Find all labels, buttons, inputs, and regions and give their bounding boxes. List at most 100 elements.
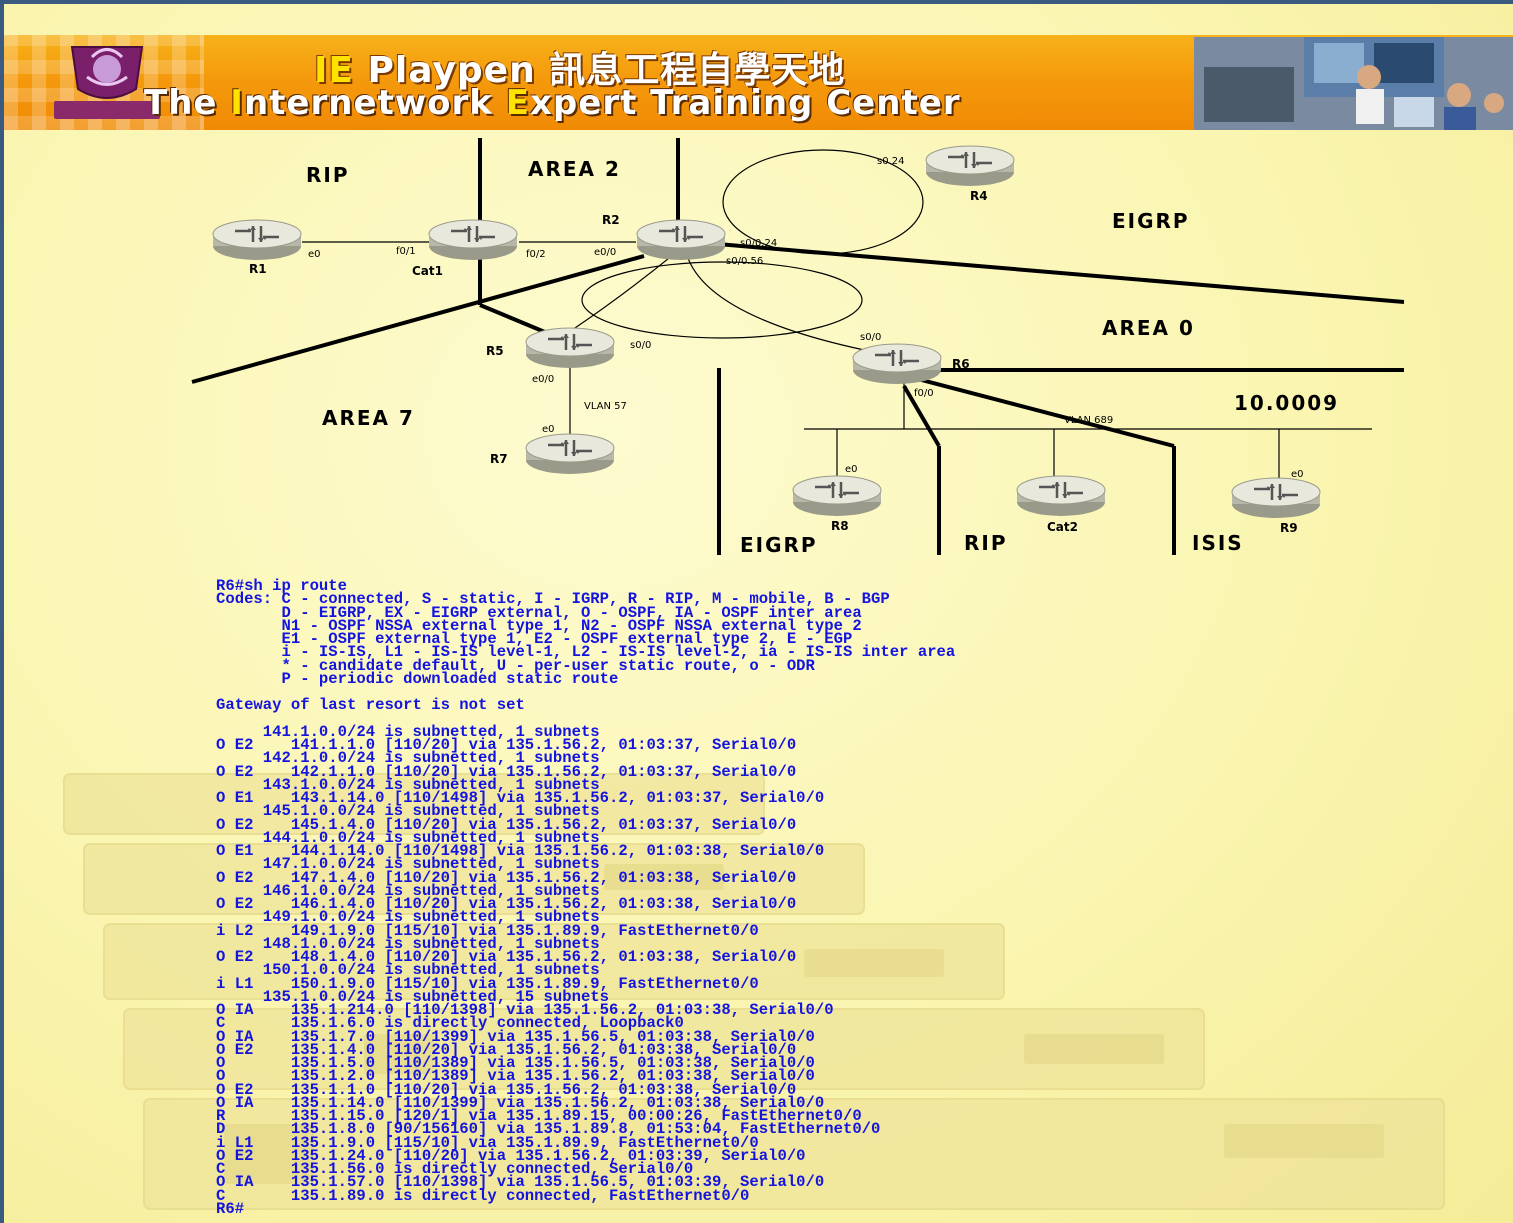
switch-cat1-label: Cat1 <box>412 264 443 278</box>
banner-subtitle-part: nternetwork <box>243 83 506 123</box>
iface-cat1-f01: f0/1 <box>396 246 416 257</box>
cli-output-line: O E2 148.1.4.0 [110/20] via 135.1.56.2, … <box>216 948 797 966</box>
cli-output-line: O IA 135.1.14.0 [110/1399] via 135.1.56.… <box>216 1093 825 1112</box>
router-r2-icon <box>635 218 727 262</box>
banner-title-rest: Playpen 訊息工程自學天地 <box>354 50 846 91</box>
cli-output-line: O E2 142.1.1.0 [110/20] via 135.1.56.2, … <box>216 762 797 781</box>
label-rip-bottom: RIP <box>964 531 1008 555</box>
boundary-isis <box>913 376 1175 448</box>
cli-output-line: O E2 135.1.4.0 [110/20] via 135.1.56.2, … <box>216 1040 797 1059</box>
label-rip-left: RIP <box>306 163 350 187</box>
switch-cat2-icon <box>1015 474 1107 518</box>
switch-cat1-icon <box>427 218 519 262</box>
cli-output-line: 141.1.0.0/24 is subnetted, 1 subnets <box>216 722 600 741</box>
cli-output-line: 142.1.0.0/24 is subnetted, 1 subnets <box>216 749 600 768</box>
cli-output-line: 145.1.0.0/24 is subnetted, 1 subnets <box>216 802 600 821</box>
cli-output-line: 149.1.0.0/24 is subnetted, 1 subnets <box>216 908 600 927</box>
router-r6-icon <box>851 342 943 386</box>
vlan-57-label: VLAN 57 <box>584 401 627 412</box>
cli-output-line: R6#sh ip route <box>216 577 348 595</box>
router-r9-label: R9 <box>1280 521 1298 535</box>
iface-r5-e00: e0/0 <box>532 374 554 385</box>
cli-output-line: 144.1.0.0/24 is subnetted, 1 subnets <box>216 828 600 847</box>
cli-output-line: O E1 143.1.14.0 [110/1498] via 135.1.56.… <box>216 789 825 807</box>
cli-output-line: E1 - OSPF external type 1, E2 - OSPF ext… <box>216 630 853 648</box>
cli-output-line: N1 - OSPF NSSA external type 1, N2 - OSP… <box>216 616 862 635</box>
iface-r2-e00: e0/0 <box>594 247 616 258</box>
iface-r6-f00: f0/0 <box>914 388 934 399</box>
router-r8-icon <box>791 474 883 518</box>
cli-output-line: 148.1.0.0/24 is subnetted, 1 subnets <box>216 934 600 953</box>
iface-r1-e0: e0 <box>308 249 321 260</box>
cli-output-line: i - IS-IS, L1 - IS-IS level-1, L2 - IS-I… <box>216 643 956 662</box>
router-r9-icon <box>1230 476 1322 520</box>
label-area0: AREA 0 <box>1102 316 1195 340</box>
banner-subtitle-accent-e: E <box>505 83 530 123</box>
banner-subtitle: The Internetwork Expert Training Center <box>144 83 961 123</box>
router-r8-label: R8 <box>831 519 849 533</box>
cli-output-line: Gateway of last resort is not set <box>216 696 525 715</box>
cli-output-line: O E2 141.1.1.0 [110/20] via 135.1.56.2, … <box>216 736 797 754</box>
banner-subtitle-part: The <box>144 83 231 123</box>
cli-output-line: 147.1.0.0/24 is subnetted, 1 subnets <box>216 855 600 874</box>
cli-output-line: i L1 150.1.9.0 [115/10] via 135.1.89.9, … <box>216 974 759 993</box>
network-topology-diagram: RIP AREA 2 EIGRP AREA 0 AREA 7 10.0009 E… <box>191 138 1405 557</box>
iface-r5-s00: s0/0 <box>630 340 651 351</box>
cli-output-line: C 135.1.56.0 is directly connected, Seri… <box>216 1160 694 1178</box>
router-r5-label: R5 <box>486 344 504 358</box>
cli-output-line: O IA 135.1.214.0 [110/1398] via 135.1.56… <box>216 1001 834 1019</box>
label-isis-area-id: 10.0009 <box>1234 391 1339 415</box>
cli-output-line: O E2 135.1.24.0 [110/20] via 135.1.56.2,… <box>216 1146 806 1165</box>
cli-output-line: O E2 146.1.4.0 [110/20] via 135.1.56.2, … <box>216 895 797 913</box>
label-eigrp-bottom: EIGRP <box>740 533 818 557</box>
link-r2-r6 <box>685 251 890 356</box>
cli-output-line: O E2 147.1.4.0 [110/20] via 135.1.56.2, … <box>216 868 797 887</box>
iface-r6-s00: s0/0 <box>860 332 881 343</box>
iface-r8-e0: e0 <box>845 464 858 475</box>
vlan-689-label: VLAN 689 <box>1064 415 1113 426</box>
cli-output-line: R6# <box>216 1199 245 1218</box>
iface-r4-s024: s0.24 <box>877 156 904 167</box>
cli-output-line: 143.1.0.0/24 is subnetted, 1 subnets <box>216 775 600 794</box>
cli-output-line: O E1 144.1.14.0 [110/1498] via 135.1.56.… <box>216 842 825 860</box>
banner-title: IE Playpen 訊息工程自學天地 <box>314 41 845 93</box>
iface-r7-e0: e0 <box>542 424 555 435</box>
cli-output-line: O IA 135.1.57.0 [110/1398] via 135.1.56.… <box>216 1173 825 1192</box>
cli-output-line: R 135.1.15.0 [120/1] via 135.1.89.15, 00… <box>216 1107 862 1125</box>
cli-output-line: i L1 135.1.9.0 [115/10] via 135.1.89.9, … <box>216 1133 759 1152</box>
cli-output-line: O 135.1.2.0 [110/1389] via 135.1.56.2, 0… <box>216 1067 815 1086</box>
router-r7-icon <box>524 432 616 476</box>
iface-r2-s0056: s0/0.56 <box>726 256 763 267</box>
cli-output-line: 150.1.0.0/24 is subnetted, 1 subnets <box>216 961 600 980</box>
frame-relay-pvc-r2-r6 <box>581 261 863 339</box>
banner-subtitle-accent-i: I <box>230 83 244 123</box>
network-equipment-watermark <box>63 773 1445 1210</box>
cli-output-line: P - periodic downloaded static route <box>216 669 619 688</box>
cli-output-line: D 135.1.8.0 [90/156160] via 135.1.89.8, … <box>216 1120 881 1139</box>
router-r2-label: R2 <box>602 213 620 227</box>
cli-output-line: i L2 149.1.9.0 [115/10] via 135.1.89.9, … <box>216 921 759 940</box>
banner-subtitle-part: xpert Training Center <box>529 83 961 123</box>
router-r1-icon <box>211 218 303 262</box>
cli-output-line: C 135.1.6.0 is directly connected, Loopb… <box>216 1014 684 1033</box>
boundary-rip-bottom <box>902 384 941 448</box>
iface-cat1-f02: f0/2 <box>526 249 546 260</box>
cli-output-line: O E2 145.1.4.0 [110/20] via 135.1.56.2, … <box>216 815 797 834</box>
cli-output-line: 146.1.0.0/24 is subnetted, 1 subnets <box>216 881 600 900</box>
cli-output-line: O E2 135.1.1.0 [110/20] via 135.1.56.2, … <box>216 1080 797 1099</box>
cli-output-line: Codes: C - connected, S - static, I - IG… <box>216 590 890 609</box>
link-r2-r5 <box>571 249 680 331</box>
frame-relay-pvc-r2-r4 <box>722 149 924 255</box>
cli-output-line: * - candidate default, U - per-user stat… <box>216 656 815 675</box>
iface-r2-s0024: s0/0.24 <box>740 238 777 249</box>
label-area7: AREA 7 <box>322 406 415 430</box>
university-crest-logo <box>54 46 160 119</box>
cli-output-line: C 135.1.89.0 is directly connected, Fast… <box>216 1186 750 1205</box>
cli-output-line: O IA 135.1.7.0 [110/1399] via 135.1.56.5… <box>216 1027 815 1046</box>
switch-cat2-label: Cat2 <box>1047 520 1078 534</box>
header-banner: IE Playpen 訊息工程自學天地 The Internetwork Exp… <box>4 35 1513 130</box>
label-isis-bottom: ISIS <box>1192 531 1244 555</box>
training-center-photo <box>1194 37 1513 130</box>
router-r4-label: R4 <box>970 189 988 203</box>
